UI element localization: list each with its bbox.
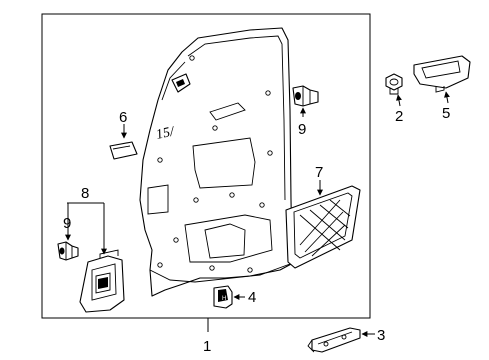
callout-2: 2 xyxy=(395,108,403,125)
part-6-lens xyxy=(109,141,138,160)
callout-3: 3 xyxy=(377,327,385,344)
callout-7: 7 xyxy=(315,164,323,181)
callout-4: 4 xyxy=(248,289,256,306)
door-trim-panel xyxy=(139,27,296,297)
part-5-bezel xyxy=(413,55,471,93)
callout-1: 1 xyxy=(203,338,211,355)
part-9-clip-upper xyxy=(292,85,319,107)
callout-5: 5 xyxy=(442,105,450,122)
part-4-hook: H xyxy=(213,285,233,309)
part-7-mesh-panel xyxy=(285,185,361,269)
callout-9-upper: 9 xyxy=(298,121,306,138)
part-8-trim-insert xyxy=(79,249,125,313)
callout-9-lower: 9 xyxy=(63,215,71,232)
hook-badge: H xyxy=(222,296,226,302)
part-3-strip xyxy=(307,327,361,353)
handwritten-mark: 15/ xyxy=(155,124,177,143)
callout-8: 8 xyxy=(81,185,89,202)
part-2-screw xyxy=(385,73,403,95)
callout-6: 6 xyxy=(119,109,127,126)
part-9-clip-lower xyxy=(57,241,79,261)
assembly-frame xyxy=(41,13,371,319)
